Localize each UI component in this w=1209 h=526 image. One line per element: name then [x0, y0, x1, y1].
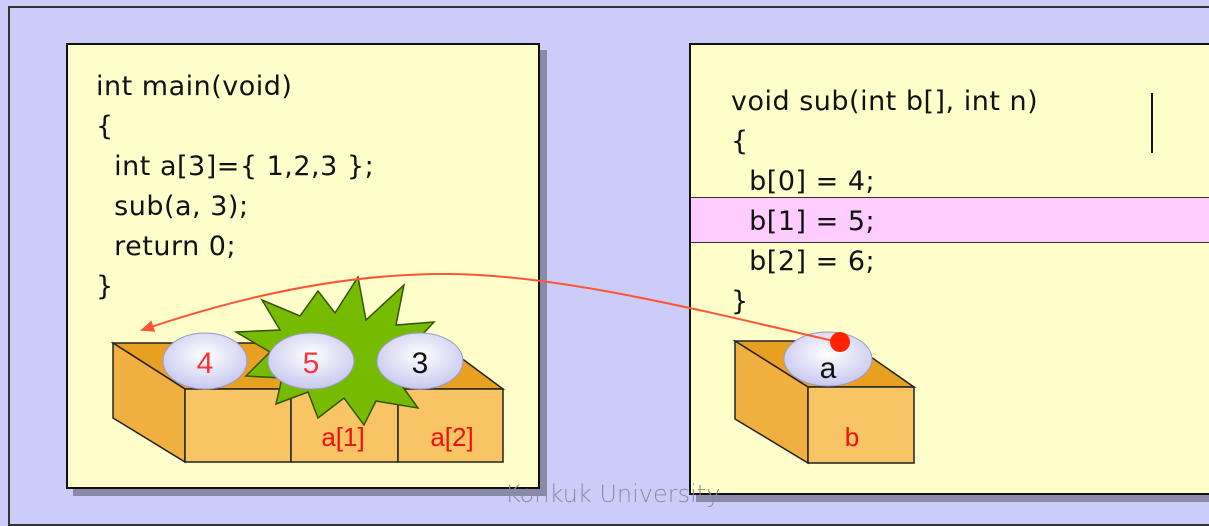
- code-line: sub(a, 3);: [96, 191, 249, 222]
- array-cell-0: [184, 388, 292, 463]
- code-line: b[1] = 5;: [731, 206, 876, 237]
- array-cell-2: [397, 388, 504, 463]
- code-line: return 0;: [96, 231, 237, 262]
- array-value-1: 5: [303, 347, 320, 380]
- text-cursor: [1151, 93, 1153, 153]
- value-oval-2: [376, 332, 464, 390]
- code-line: void sub(int b[], int n): [731, 86, 1039, 117]
- code-line: {: [731, 126, 749, 157]
- code-line: int a[3]={ 1,2,3 };: [96, 151, 375, 182]
- code-line: int main(void): [96, 71, 293, 102]
- array-value-2: 3: [412, 347, 429, 380]
- code-line: {: [96, 111, 114, 142]
- param-label: b: [845, 422, 859, 452]
- pointer-origin-dot: [830, 332, 850, 352]
- footer-text: Konkuk University: [505, 480, 721, 508]
- memory-diagram: 4 5 3 a[1] a[2] a b: [110, 272, 917, 465]
- current-line-highlight: [691, 197, 1209, 243]
- code-line: b[0] = 4;: [731, 166, 876, 197]
- pointer-arrow: [140, 272, 839, 343]
- array-label-1: a[1]: [321, 422, 364, 452]
- array-label-2: a[2]: [430, 422, 473, 452]
- param-oval: [783, 331, 873, 387]
- param-value: a: [820, 352, 837, 385]
- code-line: }: [731, 286, 749, 317]
- param-box-front: [807, 386, 915, 464]
- code-line: b[2] = 6;: [731, 246, 876, 277]
- value-oval-1: [267, 332, 355, 390]
- sub-code-block: void sub(int b[], int n) { b[0] = 4; b[1]…: [731, 82, 1038, 322]
- value-oval-0: [162, 332, 248, 390]
- main-code-block: int main(void) { int a[3]={ 1,2,3 }; sub(…: [96, 67, 374, 307]
- code-line: }: [96, 271, 114, 302]
- array-value-0: 4: [197, 347, 214, 380]
